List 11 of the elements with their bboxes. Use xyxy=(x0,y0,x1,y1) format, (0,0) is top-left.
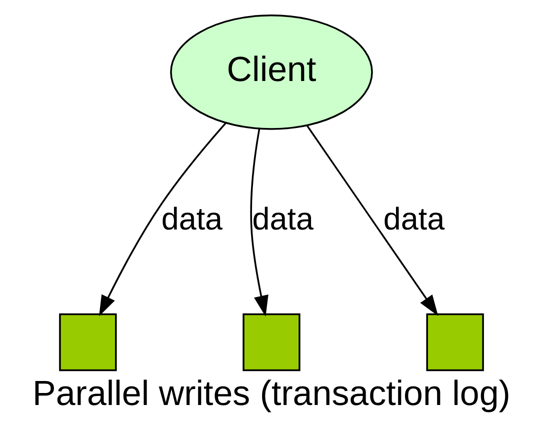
node-box xyxy=(59,313,117,372)
arrow xyxy=(250,128,268,317)
caption: Parallel writes (transaction log) xyxy=(32,374,510,414)
arrow xyxy=(99,122,226,316)
edge-label: data xyxy=(161,201,223,236)
edge-label: data xyxy=(252,201,314,236)
node-box xyxy=(426,313,484,372)
arrow xyxy=(306,125,438,316)
node-ellipse: Client xyxy=(170,14,373,130)
node-box xyxy=(242,313,300,372)
edge-label: data xyxy=(383,201,445,236)
